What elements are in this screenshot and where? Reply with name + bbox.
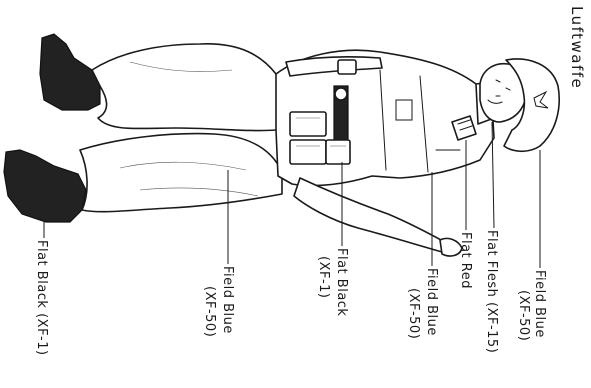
- callout-6-line2: (XF-50): [202, 286, 217, 337]
- soldier-figure-illustration: [4, 34, 559, 256]
- callout-3-line1: Flat Red: [458, 232, 473, 289]
- lower-trousers-shape: [80, 134, 282, 212]
- callout-4-line2: (XF-50): [406, 288, 421, 339]
- arm-shape: [294, 178, 452, 252]
- callout-5-line2: (XF-1): [316, 256, 331, 299]
- callout-labels: Field Blue (XF-50) Flat Flesh (XF-15) Fl…: [34, 230, 547, 356]
- trousers-shape: [92, 44, 282, 131]
- callout-1-line1: Field Blue: [532, 270, 547, 338]
- callout-5-line1: Flat Black: [334, 248, 349, 316]
- callout-6-line1: Field Blue: [220, 266, 235, 334]
- diagram-title: Luftwaffe: [568, 6, 586, 89]
- callout-2-line1: Flat Flesh (XF-15): [484, 230, 499, 353]
- right-boot-shape: [4, 150, 86, 222]
- left-boot-shape: [40, 34, 100, 110]
- callout-1-line2: (XF-50): [516, 290, 531, 341]
- ammo-pouch-2: [290, 140, 326, 164]
- ammo-pouch-1: [290, 112, 326, 136]
- callout-7-line1: Flat Black (XF-1): [34, 240, 49, 356]
- ammo-pouch-3: [326, 140, 350, 164]
- belt-buckle-upper: [338, 60, 356, 74]
- belt-buckle: [335, 88, 347, 100]
- callout-4-line1: Field Blue: [424, 268, 439, 336]
